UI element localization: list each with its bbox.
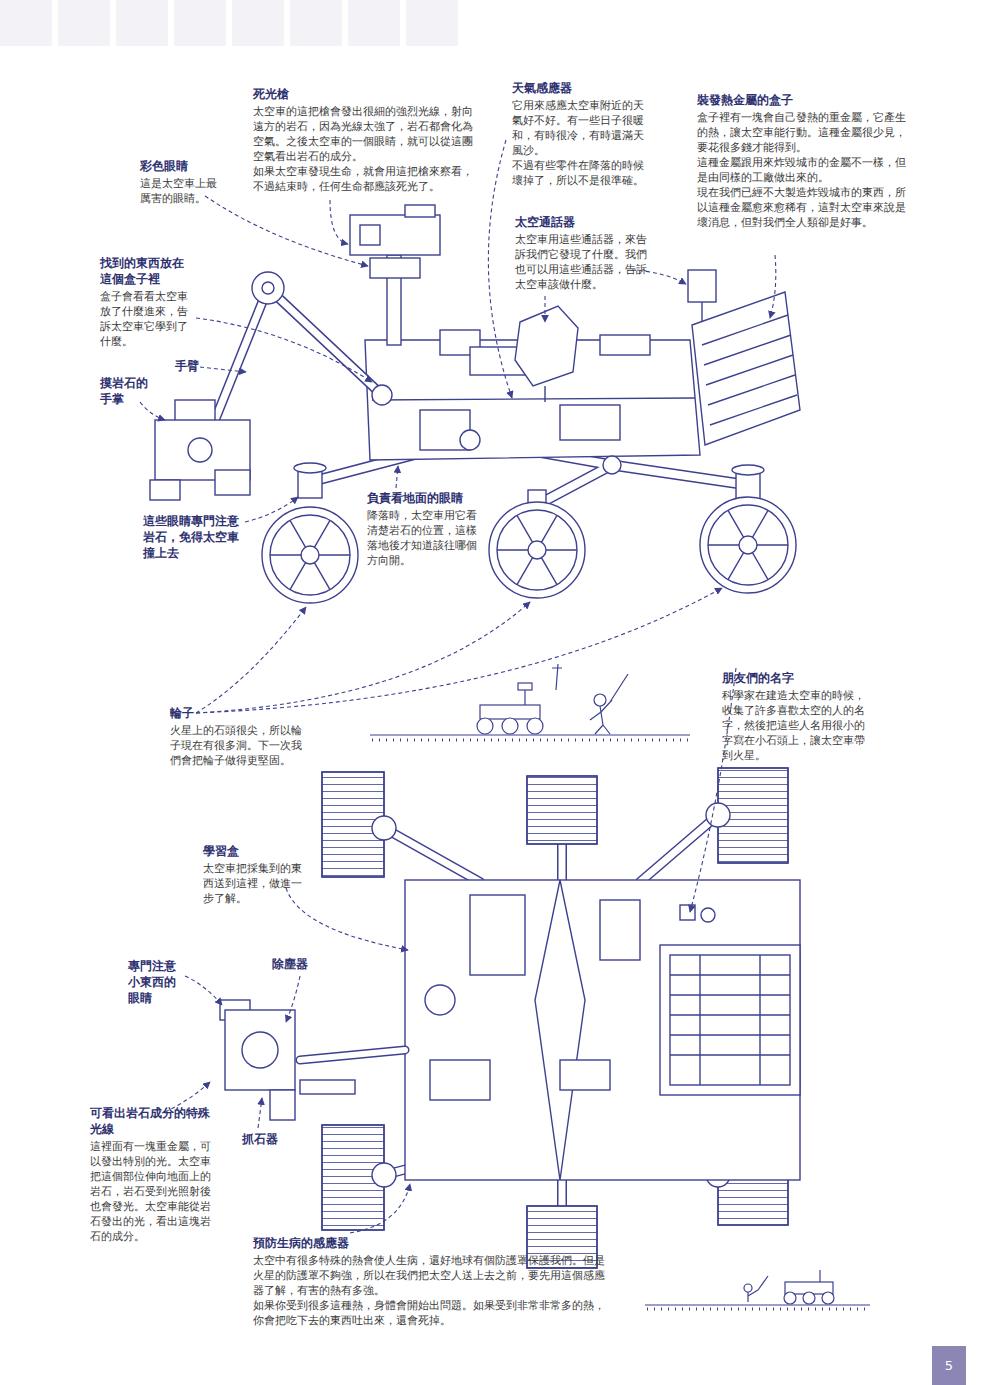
callout: 除塵器	[272, 956, 322, 974]
callout: 太空通話器太空車用這些通話器，來告訴我們它發現了什麼。我們也可以用這些通話器，告…	[515, 214, 653, 292]
callout-text: 盒子會看看太空車放了什麼進來，告訴太空車它學到了什麼。	[100, 289, 192, 349]
callout-heading: 天氣感應器	[512, 80, 650, 96]
background-tiles	[0, 0, 458, 46]
callout-text: 現在我們已經不大製造炸毀城市的東西，所以這種金屬愈來愈稀有，這對太空車來說是壞消…	[697, 185, 911, 230]
callout-heading: 專門注意小東西的眼睛	[128, 958, 182, 1006]
callout-text: 這種金屬跟用來炸毀城市的金屬不一樣，但是由同樣的工廠做出來的。	[697, 155, 911, 185]
callout: 抓石器	[242, 1131, 292, 1149]
callout-text: 這裡面有一塊重金屬，可以發出特別的光。太空車把這個部位伸向地面上的岩石，岩石受到…	[90, 1139, 216, 1244]
callout: 彩色眼睛這是太空車上最厲害的眼睛。	[140, 158, 222, 206]
callout: 輪子火星上的石頭很尖，所以輪子現在有很多洞。下一次我們會把輪子做得更堅固。	[170, 705, 308, 768]
callout-heading: 死光槍	[253, 86, 477, 102]
callout-heading: 裝發熱金屬的盒子	[697, 92, 911, 108]
callout-heading: 負責看地面的眼睛	[367, 490, 482, 506]
callout-heading: 可看出岩石成分的特殊光線	[90, 1105, 216, 1137]
callout-text: 太空車用這些通話器，來告訴我們它發現了什麼。我們也可以用這些通話器，告訴太空車該…	[515, 232, 653, 292]
callout: 負責看地面的眼睛降落時，太空車用它看清楚岩石的位置，這樣落地後才知道該往哪個方向…	[367, 490, 482, 568]
callout-heading: 手臂	[175, 358, 215, 374]
callout: 預防生病的感應器太空中有很多特殊的熱會使人生病，還好地球有個防護罩保護我們。但是…	[253, 1235, 613, 1328]
callout-text: 盒子裡有一塊會自己發熱的重金屬，它產生的熱，讓太空車能行動。這種金屬很少見，要花…	[697, 110, 911, 155]
callout-text: 太空車的這把槍會發出很細的強烈光線，射向遠方的岩石，因為光線太強了，岩石都會化為…	[253, 104, 477, 164]
callout: 專門注意小東西的眼睛	[128, 958, 182, 1008]
callout-heading: 太空通話器	[515, 214, 653, 230]
callout: 天氣感應器它用來感應太空車附近的天氣好不好。有一些日子很暖和，有時很冷，有時還滿…	[512, 80, 650, 188]
callout-heading: 預防生病的感應器	[253, 1235, 613, 1251]
vignette-sketch	[370, 664, 690, 740]
callout-heading: 抓石器	[242, 1131, 292, 1147]
callout-heading: 找到的東西放在這個盒子裡	[100, 255, 192, 287]
callout-heading: 這些眼睛專門注意岩石，免得太空車撞上去	[143, 513, 243, 561]
callout-text: 科學家在建造太空車的時候，收集了許多喜歡太空的人的名字，然後把這些人名用很小的字…	[722, 688, 872, 763]
callout: 裝發熱金屬的盒子盒子裡有一塊會自己發熱的重金屬，它產生的熱，讓太空車能行動。這種…	[697, 92, 911, 230]
callout-text: 火星上的石頭很尖，所以輪子現在有很多洞。下一次我們會把輪子做得更堅固。	[170, 723, 308, 768]
leader-line	[140, 140, 776, 1233]
page-number: 5	[945, 1358, 953, 1373]
callout: 死光槍太空車的這把槍會發出很細的強烈光線，射向遠方的岩石，因為光線太強了，岩石都…	[253, 86, 477, 194]
callout-heading: 彩色眼睛	[140, 158, 222, 174]
callout-heading: 摸岩石的手掌	[100, 375, 154, 407]
callout-heading: 除塵器	[272, 956, 322, 972]
callout-heading: 學習盒	[203, 843, 309, 859]
page-number-box: 5	[932, 1346, 966, 1385]
callout-text: 太空中有很多特殊的熱會使人生病，還好地球有個防護罩保護我們。但是火星的防護罩不夠…	[253, 1253, 613, 1298]
callout-text: 如果太空車發現生命，就會用這把槍來察看，不過結束時，任何生命都應該死光了。	[253, 164, 477, 194]
callout-heading: 朋友們的名字	[722, 670, 872, 686]
callout-text: 如果你受到很多這種熱，身體會開始出問題。如果受到非常非常多的熱，你會把吃下去的東…	[253, 1298, 613, 1328]
callout-heading: 輪子	[170, 705, 308, 721]
rover-top-view	[220, 768, 800, 1268]
rover-side-view	[150, 205, 800, 603]
callout-text: 這是太空車上最厲害的眼睛。	[140, 176, 222, 206]
callout: 可看出岩石成分的特殊光線這裡面有一塊重金屬，可以發出特別的光。太空車把這個部位伸…	[90, 1105, 216, 1244]
callout-text: 太空車把採集到的東西送到這裡，做進一步了解。	[203, 861, 309, 906]
callout: 找到的東西放在這個盒子裡盒子會看看太空車放了什麼進來，告訴太空車它學到了什麼。	[100, 255, 192, 349]
callout: 摸岩石的手掌	[100, 375, 154, 409]
vignette-sketch	[645, 1270, 870, 1309]
callout: 手臂	[175, 358, 215, 376]
callout-text: 降落時，太空車用它看清楚岩石的位置，這樣落地後才知道該往哪個方向開。	[367, 508, 482, 568]
callout: 這些眼睛專門注意岩石，免得太空車撞上去	[143, 513, 243, 563]
callout: 學習盒太空車把採集到的東西送到這裡，做進一步了解。	[203, 843, 309, 906]
callout-text: 不過有些零件在降落的時候壞掉了，所以不是很準確。	[512, 158, 650, 188]
callout: 朋友們的名字科學家在建造太空車的時候，收集了許多喜歡太空的人的名字，然後把這些人…	[722, 670, 872, 763]
callout-text: 它用來感應太空車附近的天氣好不好。有一些日子很暖和，有時很冷，有時還滿天風沙。	[512, 98, 650, 158]
